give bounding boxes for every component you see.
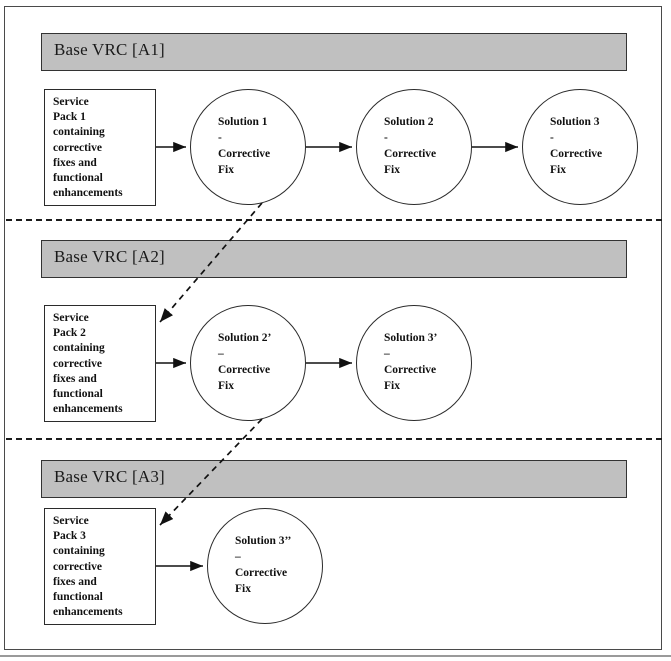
sp3-line7: enhancements [53, 606, 123, 619]
sp2-line5: fixes and [53, 372, 97, 385]
sp2-line1: Service [53, 312, 89, 324]
solution-3pp-line2: Fix [235, 583, 251, 595]
sp1-line7: enhancements [53, 187, 123, 200]
sp1-line1: Service [53, 96, 89, 108]
solution-2-line2: Fix [384, 164, 400, 176]
solution-1-dash: - [218, 132, 222, 144]
sp1-line5: fixes and [53, 156, 97, 169]
band-header-a1-label: Base VRC [A1] [54, 40, 165, 59]
service-pack-box-3: Service Pack 3 containing corrective fix… [44, 508, 156, 625]
service-pack-box-1-text: Service Pack 1 containing corrective fix… [53, 95, 153, 201]
band-separator-1 [6, 219, 662, 221]
sp2-line4: corrective [53, 357, 102, 370]
solution-2p-line2: Fix [218, 380, 234, 392]
solution-3-title: Solution 3 [550, 116, 600, 128]
band-separator-2 [6, 438, 662, 440]
band-header-a3-label: Base VRC [A3] [54, 467, 165, 486]
solution-3-dash: - [550, 132, 554, 144]
service-pack-box-2: Service Pack 2 containing corrective fix… [44, 305, 156, 422]
solution-circle-1-text: Solution 1 - Corrective Fix [218, 114, 304, 178]
sp3-line6: functional [53, 591, 103, 604]
solution-circle-3-dprime: Solution 3’’ – Corrective Fix [207, 508, 323, 624]
sp2-line3: containing [53, 342, 105, 355]
sp3-line2: Pack 3 [53, 530, 86, 543]
sp1-line3: containing [53, 126, 105, 139]
solution-2-title: Solution 2 [384, 116, 434, 128]
sp1-line6: functional [53, 172, 103, 185]
solution-3p-line2: Fix [384, 380, 400, 392]
solution-3pp-line1: Corrective [235, 567, 288, 579]
sp2-line6: functional [53, 388, 103, 401]
service-pack-box-2-text: Service Pack 2 containing corrective fix… [53, 311, 153, 417]
solution-1-line1: Corrective [218, 148, 271, 160]
solution-circle-2-text: Solution 2 - Corrective Fix [384, 114, 470, 178]
band-header-a2-label: Base VRC [A2] [54, 247, 165, 266]
solution-2-dash: - [384, 132, 388, 144]
page-bottom-rule [0, 655, 671, 657]
solution-2p-dash: – [218, 348, 224, 360]
solution-1-line2: Fix [218, 164, 234, 176]
solution-circle-3-prime-text: Solution 3’ – Corrective Fix [384, 330, 470, 394]
solution-2-line1: Corrective [384, 148, 437, 160]
solution-2p-title: Solution 2’ [218, 332, 272, 344]
solution-circle-2-prime: Solution 2’ – Corrective Fix [190, 305, 306, 421]
solution-3p-title: Solution 3’ [384, 332, 438, 344]
service-pack-box-1: Service Pack 1 containing corrective fix… [44, 89, 156, 206]
sp2-line7: enhancements [53, 403, 123, 416]
sp3-line5: fixes and [53, 575, 97, 588]
solution-circle-1: Solution 1 - Corrective Fix [190, 89, 306, 205]
band-header-a3: Base VRC [A3] [41, 460, 627, 498]
solution-3-line1: Corrective [550, 148, 603, 160]
band-header-a2: Base VRC [A2] [41, 240, 627, 278]
solution-circle-2-prime-text: Solution 2’ – Corrective Fix [218, 330, 304, 394]
solution-1-title: Solution 1 [218, 116, 268, 128]
solution-circle-3-text: Solution 3 - Corrective Fix [550, 114, 636, 178]
band-header-a1: Base VRC [A1] [41, 33, 627, 71]
solution-circle-3-dprime-text: Solution 3’’ – Corrective Fix [235, 533, 321, 597]
sp3-line4: corrective [53, 560, 102, 573]
solution-circle-3: Solution 3 - Corrective Fix [522, 89, 638, 205]
sp1-line4: corrective [53, 141, 102, 154]
solution-3p-line1: Corrective [384, 364, 437, 376]
sp1-line2: Pack 1 [53, 111, 86, 124]
solution-3-line2: Fix [550, 164, 566, 176]
solution-circle-2: Solution 2 - Corrective Fix [356, 89, 472, 205]
solution-3pp-dash: – [235, 551, 241, 563]
solution-3p-dash: – [384, 348, 390, 360]
sp2-line2: Pack 2 [53, 327, 86, 340]
sp3-line1: Service [53, 515, 89, 527]
service-pack-box-3-text: Service Pack 3 containing corrective fix… [53, 514, 153, 620]
solution-circle-3-prime: Solution 3’ – Corrective Fix [356, 305, 472, 421]
solution-3pp-title: Solution 3’’ [235, 535, 292, 547]
solution-2p-line1: Corrective [218, 364, 271, 376]
sp3-line3: containing [53, 545, 105, 558]
